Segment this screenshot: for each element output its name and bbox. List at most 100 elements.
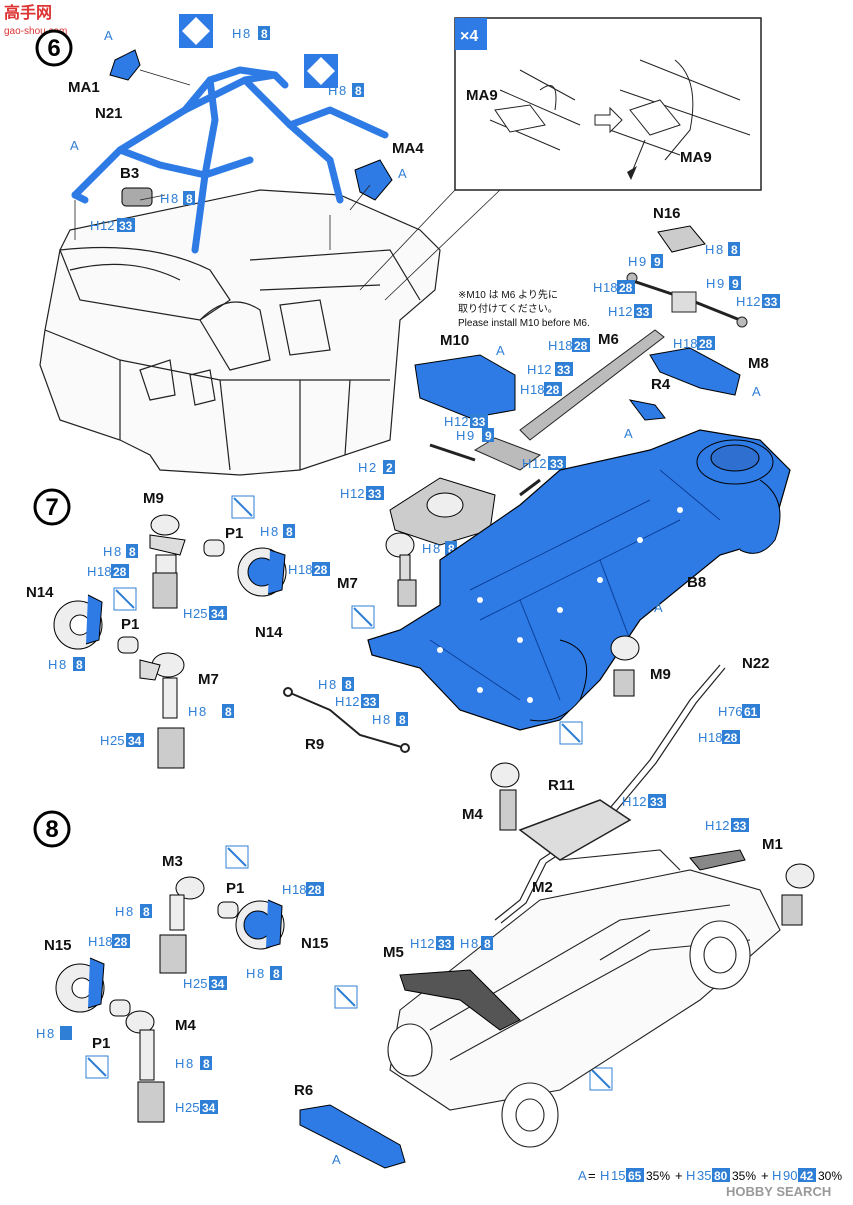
svg-text:H: H bbox=[628, 254, 637, 269]
svg-text:28: 28 bbox=[619, 281, 633, 295]
svg-text:12: 12 bbox=[532, 456, 546, 471]
svg-text:8: 8 bbox=[399, 713, 406, 727]
part-ma4 bbox=[354, 159, 393, 201]
svg-text:H: H bbox=[232, 26, 241, 41]
no-glue-icon bbox=[559, 721, 583, 745]
svg-text:33: 33 bbox=[119, 219, 133, 233]
svg-text:15: 15 bbox=[611, 1168, 625, 1183]
svg-text:8: 8 bbox=[273, 967, 280, 981]
svg-text:H: H bbox=[522, 456, 531, 471]
label-p1: P1 bbox=[225, 525, 243, 542]
svg-text:35: 35 bbox=[697, 1168, 711, 1183]
label-a: A bbox=[70, 138, 79, 153]
part-n14-rotor bbox=[237, 547, 287, 597]
part-r9-bar bbox=[283, 687, 410, 753]
svg-text:28: 28 bbox=[574, 339, 588, 353]
svg-text:H: H bbox=[160, 191, 169, 206]
svg-text:76: 76 bbox=[728, 704, 742, 719]
label-r4: R4 bbox=[651, 376, 671, 393]
svg-text:H: H bbox=[548, 338, 557, 353]
svg-text:28: 28 bbox=[724, 731, 738, 745]
svg-text:H: H bbox=[183, 606, 192, 621]
step-number: 7 bbox=[45, 494, 58, 521]
svg-text:H: H bbox=[718, 704, 727, 719]
label-n15: N15 bbox=[301, 935, 329, 952]
svg-text:18: 18 bbox=[530, 382, 544, 397]
label-m5: M5 bbox=[383, 944, 404, 961]
label-r11: R11 bbox=[548, 777, 575, 794]
svg-text:H: H bbox=[608, 304, 617, 319]
svg-text:8: 8 bbox=[286, 525, 293, 539]
svg-text:18: 18 bbox=[298, 562, 312, 577]
svg-text:H: H bbox=[622, 794, 631, 809]
label-ma9: MA9 bbox=[680, 149, 712, 166]
label-a: A bbox=[624, 426, 633, 441]
label-a: A bbox=[104, 28, 113, 43]
svg-text:8: 8 bbox=[47, 1026, 54, 1041]
svg-text:8: 8 bbox=[383, 712, 390, 727]
step-8-badge: 8 bbox=[33, 810, 71, 848]
svg-text:65: 65 bbox=[628, 1169, 642, 1183]
no-glue-icon bbox=[225, 845, 249, 869]
svg-text:28: 28 bbox=[546, 383, 560, 397]
svg-text:8: 8 bbox=[484, 937, 491, 951]
diamond-marker-icon bbox=[304, 54, 338, 88]
svg-text:H: H bbox=[115, 904, 124, 919]
svg-text:9: 9 bbox=[732, 277, 739, 291]
part-p1 bbox=[203, 539, 225, 557]
svg-text:12: 12 bbox=[454, 414, 468, 429]
svg-text:80: 80 bbox=[714, 1169, 728, 1183]
svg-text:8: 8 bbox=[271, 524, 278, 539]
svg-text:12: 12 bbox=[746, 294, 760, 309]
multiplier-badge: ×4 bbox=[460, 28, 478, 45]
svg-text:H: H bbox=[593, 280, 602, 295]
part-gearbox bbox=[389, 477, 496, 546]
label-a: A bbox=[332, 1152, 341, 1167]
svg-text:12: 12 bbox=[618, 304, 632, 319]
svg-text:H: H bbox=[698, 730, 707, 745]
label-m9: M9 bbox=[143, 490, 164, 507]
svg-text:33: 33 bbox=[557, 363, 571, 377]
svg-text:8: 8 bbox=[261, 27, 268, 41]
svg-text:12: 12 bbox=[345, 694, 359, 709]
svg-text:H: H bbox=[183, 976, 192, 991]
watermark-top-url: gao-shou.com bbox=[4, 26, 67, 37]
svg-text:8: 8 bbox=[731, 243, 738, 257]
svg-text:90: 90 bbox=[783, 1168, 797, 1183]
svg-text:8: 8 bbox=[171, 191, 178, 206]
svg-text:8: 8 bbox=[345, 678, 352, 692]
svg-text:H: H bbox=[460, 936, 469, 951]
svg-text:H: H bbox=[335, 694, 344, 709]
svg-text:8: 8 bbox=[143, 905, 150, 919]
part-p1 bbox=[109, 999, 131, 1017]
svg-text:8: 8 bbox=[716, 242, 723, 257]
svg-text:61: 61 bbox=[744, 705, 758, 719]
part-p1 bbox=[217, 901, 239, 919]
part-m4-strut bbox=[490, 762, 520, 831]
label-a: A bbox=[752, 384, 761, 399]
step-6-badge: 6 bbox=[35, 29, 73, 67]
svg-text:33: 33 bbox=[438, 937, 452, 951]
no-glue-icon bbox=[85, 1055, 109, 1079]
svg-text:H: H bbox=[358, 460, 367, 475]
svg-text:28: 28 bbox=[114, 935, 128, 949]
svg-text:H: H bbox=[520, 382, 529, 397]
svg-text:H: H bbox=[246, 966, 255, 981]
label-p1: P1 bbox=[226, 880, 244, 897]
chassis-assembly bbox=[387, 849, 781, 1148]
